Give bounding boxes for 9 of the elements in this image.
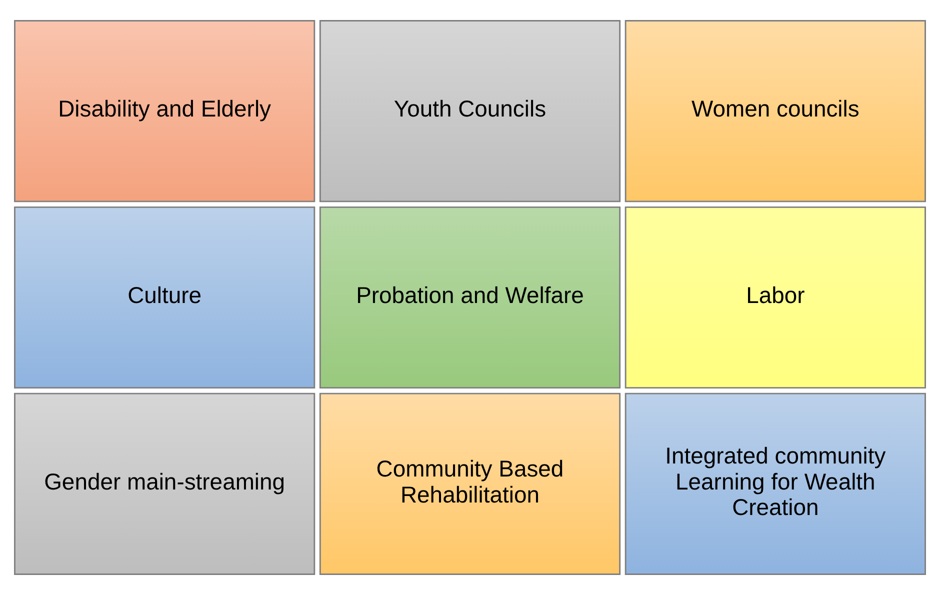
node-box: Integrated community Learning for Wealth Creation <box>624 392 926 574</box>
node-box: Gender main-streaming <box>14 392 315 574</box>
node-box: Probation and Welfare <box>318 206 620 388</box>
node-box: Women councils <box>624 20 926 202</box>
node-box: Culture <box>14 206 315 388</box>
node-box: Labor <box>624 206 926 388</box>
node-box: Community Based Rehabilitation <box>318 392 620 574</box>
node-box: Youth Councils <box>318 20 620 202</box>
node-box: Disability and Elderly <box>14 20 315 202</box>
